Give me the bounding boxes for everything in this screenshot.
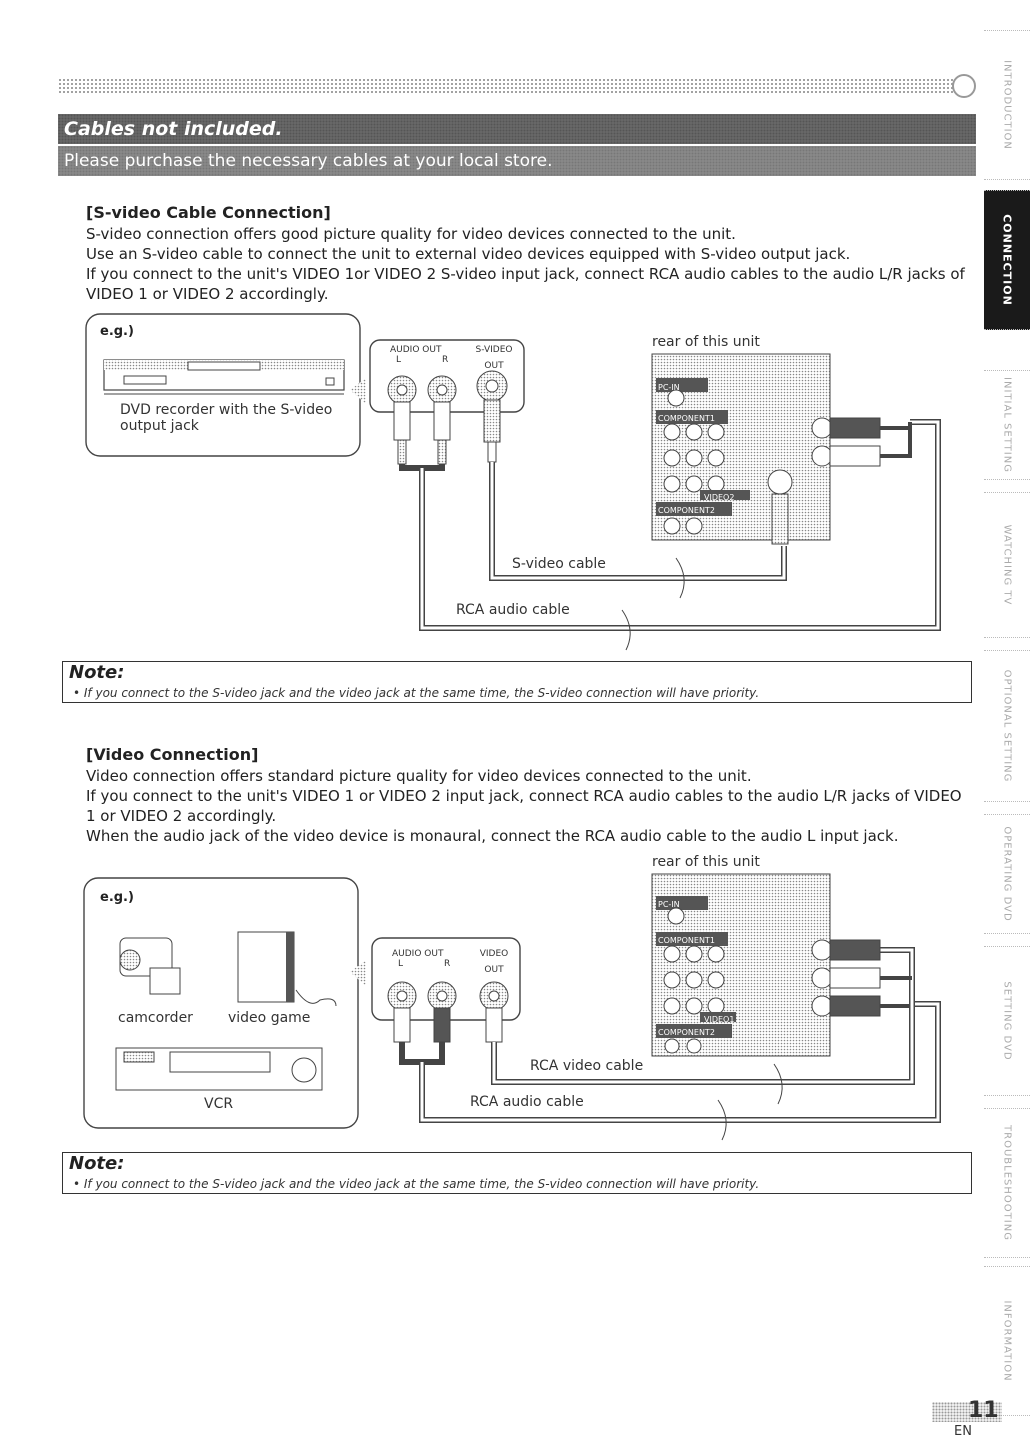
audio-r-label: R	[444, 959, 451, 969]
video-paragraph: When the audio jack of the video device …	[86, 827, 899, 845]
note-text: • If you connect to the S-video jack and…	[73, 1177, 760, 1191]
video-paragraph: Video connection offers standard picture…	[86, 767, 752, 785]
panel-label: COMPONENT1	[658, 414, 715, 423]
note-box: Note: • If you connect to the S-video ja…	[62, 661, 972, 703]
audio-out-label: AUDIO OUT	[390, 345, 442, 355]
video-heading: [Video Connection]	[86, 745, 259, 764]
language-code: EN	[954, 1424, 972, 1439]
note-box: Note: • If you connect to the S-video ja…	[62, 1152, 972, 1194]
side-tab-watching-tv[interactable]: WATCHING TV	[984, 492, 1030, 638]
rca-video-cable-label: RCA video cable	[530, 1058, 644, 1074]
header-circle-ornament	[952, 74, 976, 98]
panel-label: PC-IN	[658, 900, 680, 909]
side-tab-initial-setting[interactable]: INITIAL SETTING	[984, 370, 1030, 480]
video-game-label: video game	[228, 1010, 311, 1026]
dvd-recorder-label: DVD recorder with the S-video output jac…	[120, 402, 333, 434]
video-diagram-art	[83, 873, 941, 1141]
camcorder-label: camcorder	[118, 1010, 193, 1026]
video-out-label: VIDEO OUT	[479, 949, 509, 975]
panel-label: COMPONENT1	[658, 936, 715, 945]
side-tab-optional-setting[interactable]: OPTIONAL SETTING	[984, 650, 1030, 802]
header-dotted-rule	[58, 78, 958, 94]
video-eg-label: e.g.)	[100, 890, 134, 905]
svideo-paragraph: S-video connection offers good picture q…	[86, 225, 736, 243]
audio-out-label: AUDIO OUT	[392, 949, 444, 959]
svideo-out-label: S-VIDEO OUT	[475, 345, 513, 371]
page-number-text: 11	[968, 1398, 999, 1423]
audio-l-label: L	[396, 355, 402, 365]
rca-audio-cable-label: RCA audio cable	[456, 602, 570, 618]
side-tab-connection[interactable]: CONNECTION	[984, 190, 1030, 330]
svideo-cable-label: S-video cable	[512, 556, 606, 572]
svideo-paragraph: Use an S-video cable to connect the unit…	[86, 245, 851, 263]
cables-banner-title: Cables not included.	[58, 114, 976, 144]
note-title: Note:	[69, 662, 125, 683]
svideo-heading: [S-video Cable Connection]	[86, 203, 331, 222]
svideo-diagram-art	[85, 313, 941, 651]
side-tab-operating-dvd[interactable]: OPERATING DVD	[984, 814, 1030, 934]
rca-audio-cable-label: RCA audio cable	[470, 1094, 584, 1110]
audio-l-label: L	[398, 959, 404, 969]
svideo-eg-label: e.g.)	[100, 324, 134, 339]
note-text: • If you connect to the S-video jack and…	[73, 686, 760, 700]
svideo-diagram: e.g.) DVD recorder with the S-video outp…	[0, 310, 990, 660]
svideo-paragraph: If you connect to the unit's VIDEO 1or V…	[86, 265, 965, 303]
rear-unit-label: rear of this unit	[652, 334, 760, 350]
cables-banner-subtitle: Please purchase the necessary cables at …	[58, 146, 976, 176]
video-section: [Video Connection] Video connection offe…	[86, 744, 966, 846]
side-tab-information[interactable]: INFORMATION	[984, 1266, 1030, 1416]
panel-label: COMPONENT2	[658, 506, 715, 515]
side-tab-troubleshooting[interactable]: TROUBLESHOOTING	[984, 1108, 1030, 1258]
rear-unit-label: rear of this unit	[652, 854, 760, 870]
svideo-section: [S-video Cable Connection] S-video conne…	[86, 202, 966, 304]
vcr-label: VCR	[204, 1096, 234, 1112]
audio-r-label: R	[442, 355, 449, 365]
panel-label: VIDEO2	[704, 493, 735, 502]
side-tab-introduction[interactable]: INTRODUCTION	[984, 30, 1030, 180]
video-paragraph: If you connect to the unit's VIDEO 1 or …	[86, 787, 962, 825]
panel-label: PC-IN	[658, 383, 680, 392]
panel-label: VIDEO1	[704, 1015, 735, 1024]
panel-label: COMPONENT2	[658, 1028, 715, 1037]
page-number: 11	[932, 1398, 1002, 1426]
side-tab-setting-dvd[interactable]: SETTING DVD	[984, 946, 1030, 1096]
video-diagram: rear of this unit e.g.) camcorder video …	[0, 850, 990, 1150]
note-title: Note:	[69, 1153, 125, 1174]
